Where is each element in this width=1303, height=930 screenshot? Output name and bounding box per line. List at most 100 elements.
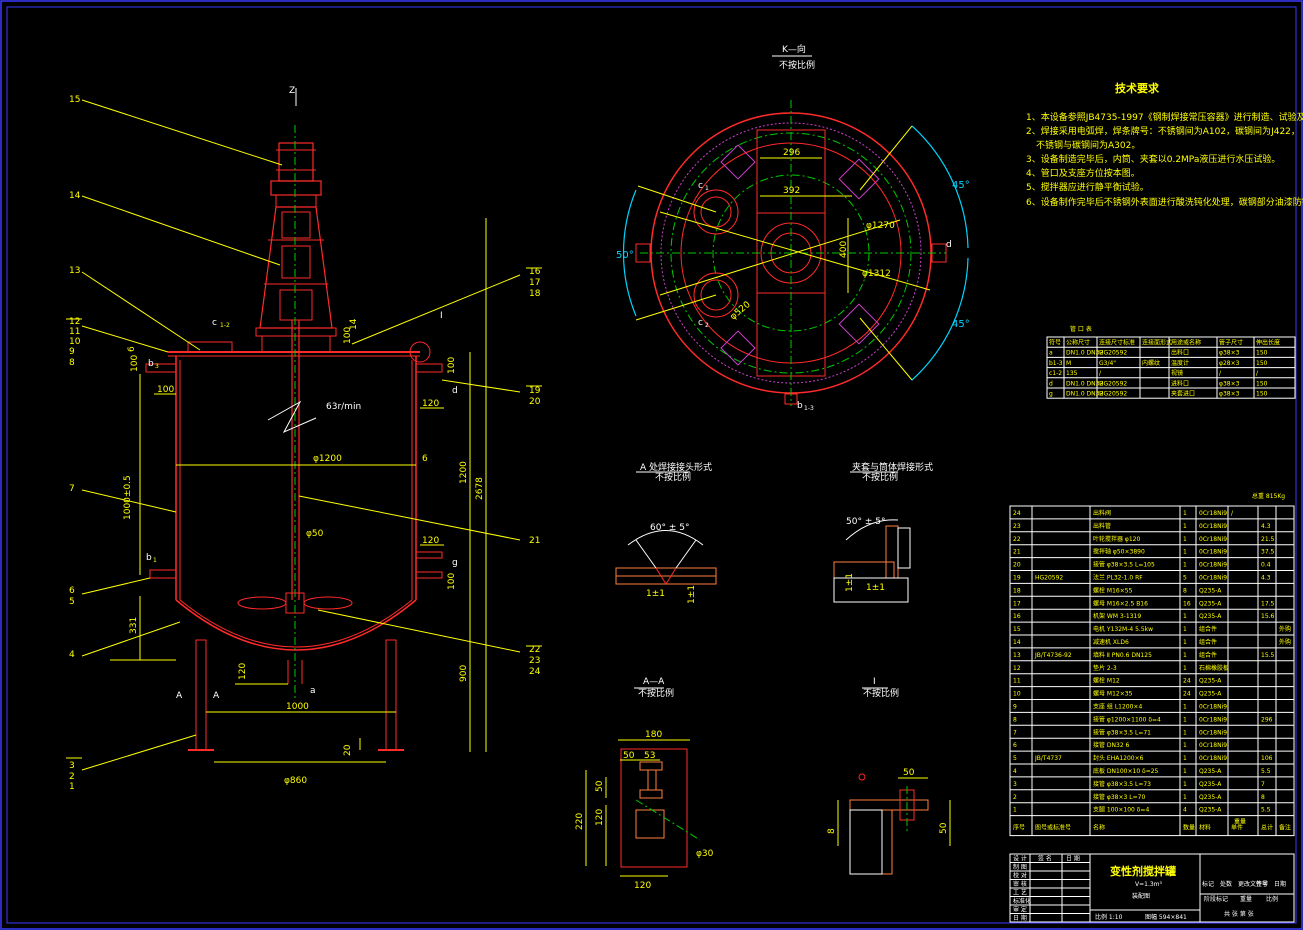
part-no-20: 20 <box>529 397 541 407</box>
parts-list-cell: 1 <box>1183 639 1187 646</box>
motor <box>278 142 314 182</box>
parts-list-cell: / <box>1231 510 1234 517</box>
inner-frame <box>6 6 1297 924</box>
title-block-role: 设 计 <box>1013 855 1027 863</box>
nozzle-b1-sub: 1 <box>153 557 157 564</box>
nozzle-b3-sub: 3 <box>155 363 159 370</box>
title-block-rev-label: 更改文件号 <box>1238 880 1268 888</box>
parts-list-cell: 3 <box>1013 781 1017 788</box>
parts-list-cell: 21 <box>1013 549 1021 556</box>
detail-i-title: I <box>873 677 876 687</box>
parts-list-cell: 1 <box>1183 716 1187 723</box>
parts-list-cell: 1 <box>1183 704 1187 711</box>
parts-list-cell: 接管 φ1200×1100 δ=4 <box>1093 715 1161 723</box>
title-block-role: 工 艺 <box>1013 889 1027 897</box>
part-no-21: 21 <box>529 536 540 546</box>
dim-392: 392 <box>783 186 800 196</box>
parts-list-cell: 4 <box>1183 807 1187 814</box>
title-block-rev-label: 日期 <box>1274 880 1286 888</box>
title-block-role: 审 核 <box>1013 880 1027 888</box>
title-block-rev-label: 处数 <box>1220 880 1232 888</box>
nozzle-g-label: g <box>452 558 458 568</box>
main-elevation-labels: Z c 1-2 b 3 d g b 1 a I A A φ1200 φ50 φ8… <box>66 86 542 792</box>
parts-list-cell: 19 <box>1013 575 1021 582</box>
part-no-14: 14 <box>69 191 81 201</box>
dim-1000: 1000 <box>286 702 309 712</box>
arrow-a1: A <box>176 691 183 701</box>
title-block-role: 标准化 <box>1013 897 1031 905</box>
dim-d50: φ50 <box>306 529 324 539</box>
parts-list-cell: 法兰 PL32-1.0 RF <box>1093 574 1143 582</box>
parts-list-cell: 8 <box>1183 587 1187 594</box>
parts-list-cell: 封头 EHA1200×6 <box>1093 754 1144 762</box>
dim-100-c: 100 <box>447 357 457 374</box>
title-name: 变性剂搅拌罐 <box>1110 864 1176 878</box>
nozzle-table-cell: a <box>1049 350 1053 357</box>
dim-i50: 50 <box>903 768 915 778</box>
dim-speed: 63r/min <box>326 402 361 412</box>
part-no-11: 11 <box>69 327 80 337</box>
parts-list-cell: 0Cr18Ni9 <box>1199 549 1227 556</box>
title-block-rev-label: 标记 <box>1202 880 1214 888</box>
dim-14: 14 <box>349 318 359 330</box>
parts-list-header: 数量 <box>1183 824 1195 832</box>
title-block-ratio: 比例 <box>1266 895 1278 903</box>
parts-list-cell: 1 <box>1183 626 1187 633</box>
parts-list-cell: 叶轮搅拌器 φ120 <box>1093 535 1141 543</box>
parts-list-cell: 4.3 <box>1261 575 1271 582</box>
title-scale: 比例 1:10 <box>1095 913 1123 921</box>
parts-list-cell: 7 <box>1261 781 1265 788</box>
nozzle-table-header: 连接面形式 <box>1142 339 1172 347</box>
nozzle-table-cell: HG20592 <box>1099 380 1127 387</box>
parts-list-cell: 2 <box>1013 794 1017 801</box>
support-leg-left <box>195 639 207 751</box>
parts-list-cell: 螺栓 M16×55 <box>1093 586 1133 594</box>
dim-ang60: 60° ± 5° <box>650 523 689 533</box>
nozzle-table-cell: 135 <box>1066 370 1078 377</box>
dim-d1270: φ1270 <box>866 221 895 231</box>
part-no-22: 22 <box>529 645 540 655</box>
dim-100-a: 100 <box>130 355 140 372</box>
nozzle-table-cell: / <box>1256 370 1259 377</box>
impeller-blade-right <box>303 596 353 610</box>
part-no-10: 10 <box>69 337 81 347</box>
parts-list-cell: 11 <box>1013 678 1021 685</box>
tech-item-1: 1、本设备参照JB4735-1997《钢制焊接常压容器》进行制造、试验及验收。 <box>1026 111 1303 123</box>
dim-k1-a: 1±1 <box>646 589 665 599</box>
parts-list-cell: 组合件 <box>1199 638 1217 646</box>
title-block-col: 日 期 <box>1066 855 1080 863</box>
nozzle-table-cell: 150 <box>1256 380 1268 387</box>
dim-i8: 8 <box>827 828 837 834</box>
tech-item-3: 3、设备制造完毕后，内筒、夹套以0.2MPa液压进行水压试验。 <box>1026 153 1280 165</box>
parts-list-cell: 0Cr18Ni9 <box>1199 704 1227 711</box>
parts-list-cell: 9 <box>1013 704 1017 711</box>
dim-6-a: 6 <box>127 346 137 352</box>
parts-list-cell: 螺栓 M12 <box>1093 677 1120 685</box>
title-spec: V=1.3m³ <box>1135 881 1163 888</box>
parts-list-cell: 填料 Ⅱ PN0.6 DN125 <box>1093 651 1152 659</box>
section-aa-sub: 不按比例 <box>638 687 674 699</box>
parts-list-cell: 底板 DN100×10 δ=25 <box>1093 767 1159 775</box>
main-elevation <box>81 99 521 771</box>
dim-100-d: 100 <box>447 573 457 590</box>
parts-list-header: 材料 <box>1199 824 1211 832</box>
dim-s220: 220 <box>575 813 585 830</box>
dim-120-b: 120 <box>422 399 439 409</box>
nozzle-table-cell: φ38×3 <box>1219 391 1240 398</box>
nozzle-table-cell: φ28×3 <box>1219 360 1240 367</box>
parts-list-cell: Q235-A <box>1199 587 1222 594</box>
title-block-role: 日 期 <box>1013 914 1027 922</box>
title-block-role: 审 定 <box>1013 906 1027 914</box>
title-block-weight: 重量 <box>1240 895 1252 903</box>
nozzle-table-header: 符号 <box>1049 339 1061 347</box>
dim-s53: 53 <box>644 751 655 761</box>
top-c1-label: c <box>698 181 703 191</box>
part-no-15: 15 <box>69 95 80 105</box>
top-view-title: K—向 <box>782 43 806 55</box>
parts-list-cell: 0Cr18Ni9 <box>1199 523 1227 530</box>
parts-list-cell: 15.5 <box>1261 652 1275 659</box>
dim-ang45-a: 45° <box>952 180 970 191</box>
part-no-9: 9 <box>69 347 75 357</box>
parts-list-cell: 12 <box>1013 665 1021 672</box>
nozzle-d-label: d <box>452 386 458 396</box>
